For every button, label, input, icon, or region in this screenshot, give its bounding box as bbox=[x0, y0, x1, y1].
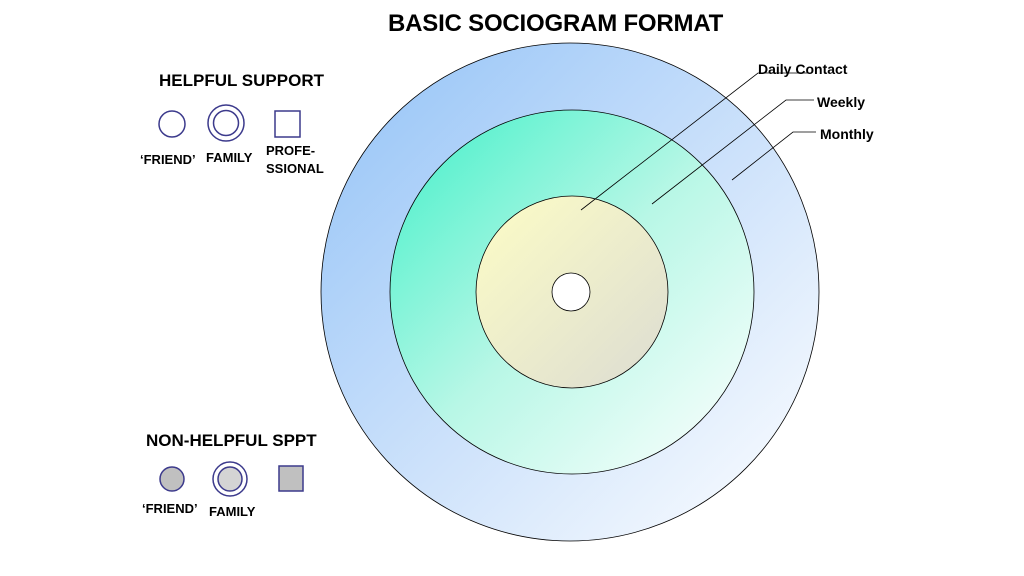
nonhelpful-friend-label: ‘FRIEND’ bbox=[142, 501, 198, 516]
nonhelpful-friend-symbol bbox=[159, 466, 185, 492]
helpful-professional-label: PROFE- SSIONAL bbox=[266, 142, 324, 178]
helpful-support-title: HELPFUL SUPPORT bbox=[159, 71, 324, 90]
page-title: BASIC SOCIOGRAM FORMAT bbox=[388, 10, 724, 37]
weekly-label: Weekly bbox=[817, 94, 865, 110]
monthly-leader-line bbox=[731, 131, 816, 181]
helpful-family-symbol-inner bbox=[212, 109, 240, 137]
weekly-leader-line bbox=[651, 99, 814, 205]
nonhelpful-support-title: NON-HELPFUL SPPT bbox=[146, 431, 317, 450]
helpful-family-label: FAMILY bbox=[206, 150, 253, 165]
helpful-friend-symbol bbox=[158, 110, 186, 138]
center-self bbox=[551, 272, 591, 312]
helpful-professional-label-line1: PROFE- bbox=[266, 143, 316, 158]
monthly-label: Monthly bbox=[820, 126, 874, 142]
daily-leader-line bbox=[580, 72, 810, 211]
helpful-professional-label-line2: SSIONAL bbox=[266, 161, 324, 176]
helpful-professional-symbol bbox=[274, 110, 301, 138]
nonhelpful-professional-symbol bbox=[278, 465, 304, 492]
nonhelpful-family-symbol-inner bbox=[217, 466, 243, 492]
nonhelpful-family-label: FAMILY bbox=[209, 504, 256, 519]
helpful-friend-label: ‘FRIEND’ bbox=[140, 152, 196, 167]
daily-contact-label: Daily Contact bbox=[758, 61, 848, 77]
